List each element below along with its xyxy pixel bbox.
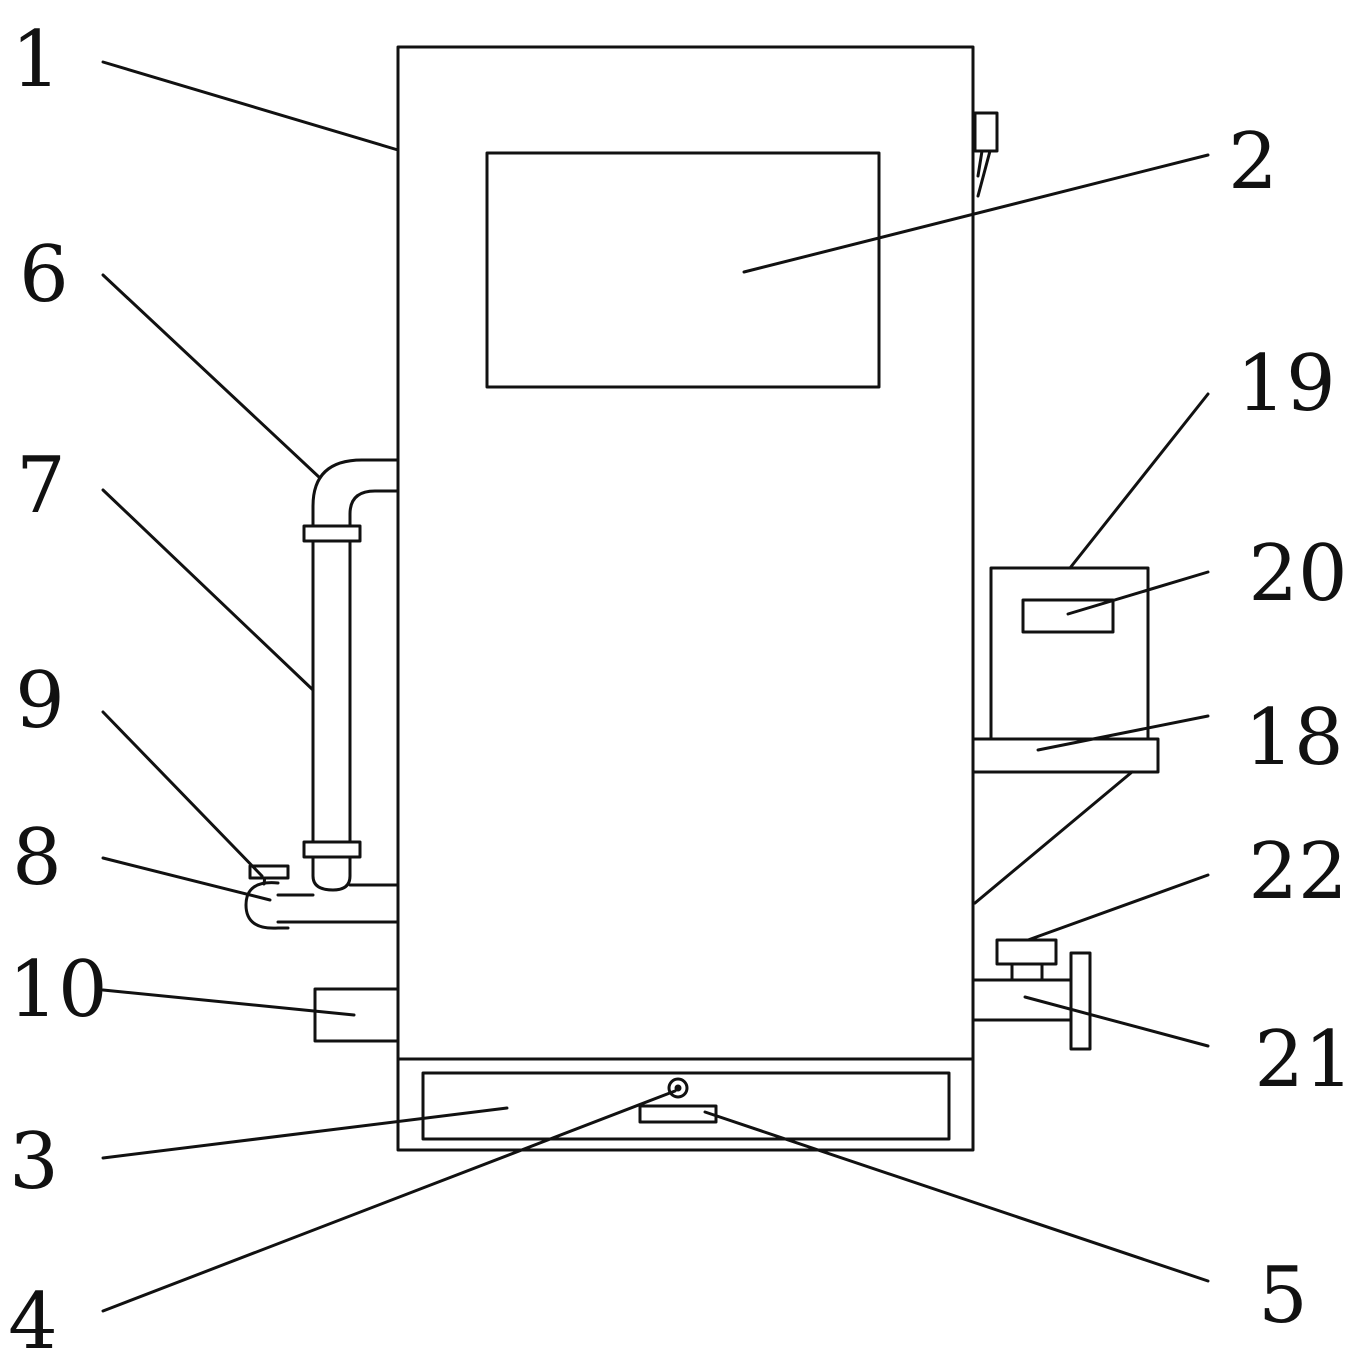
leader-18 — [1036, 714, 1210, 752]
label-21: 21 — [1254, 1015, 1353, 1105]
label-3: 3 — [9, 1117, 59, 1207]
right-valve-knob — [995, 938, 1058, 966]
pipe-vertical — [311, 539, 352, 844]
valve-body — [244, 881, 290, 930]
pipe-lower-bend — [311, 855, 352, 892]
label-9: 9 — [15, 656, 65, 746]
leader-9 — [101, 710, 264, 878]
leader-5 — [703, 1110, 1210, 1283]
drawer-handle — [638, 1104, 718, 1124]
leader-2 — [742, 153, 1210, 274]
leader-21 — [1023, 995, 1210, 1048]
side-box-right — [989, 566, 1150, 741]
top-connector-cable — [976, 149, 984, 178]
top-connector-cable-2 — [976, 149, 992, 198]
leader-4 — [101, 1089, 677, 1313]
right-valve-pipe — [971, 978, 1074, 1022]
leader-19 — [1068, 392, 1210, 570]
leader-22 — [1026, 873, 1210, 942]
label-22: 22 — [1248, 827, 1347, 917]
label-5: 5 — [1258, 1251, 1308, 1341]
side-box-left — [313, 987, 400, 1043]
leader-6 — [101, 273, 322, 480]
label-2: 2 — [1228, 117, 1278, 207]
outlet-pipe — [276, 883, 400, 924]
right-valve-stem — [1010, 962, 1044, 982]
label-4: 4 — [8, 1277, 58, 1361]
label-6: 6 — [19, 230, 69, 320]
label-7: 7 — [16, 441, 66, 531]
label-1: 1 — [11, 15, 61, 105]
leader-8 — [101, 856, 272, 902]
leader-7 — [101, 488, 315, 692]
leader-10 — [101, 988, 356, 1017]
pipe-lower-clamp — [302, 840, 362, 859]
right-valve-flange — [1069, 951, 1092, 1051]
display-window — [485, 151, 881, 389]
leader-3 — [101, 1106, 509, 1160]
label-8: 8 — [12, 813, 62, 903]
shelf-brace — [973, 770, 1134, 905]
label-18: 18 — [1244, 693, 1343, 783]
pipe-elbow — [311, 458, 400, 532]
leader-1 — [101, 60, 400, 152]
pipe-upper-clamp — [302, 524, 362, 543]
label-10: 10 — [8, 945, 107, 1035]
label-19: 19 — [1236, 339, 1335, 429]
drawer-knob-center — [674, 1084, 682, 1092]
label-20: 20 — [1248, 529, 1347, 619]
leader-20 — [1066, 570, 1210, 616]
top-connector — [973, 111, 999, 153]
